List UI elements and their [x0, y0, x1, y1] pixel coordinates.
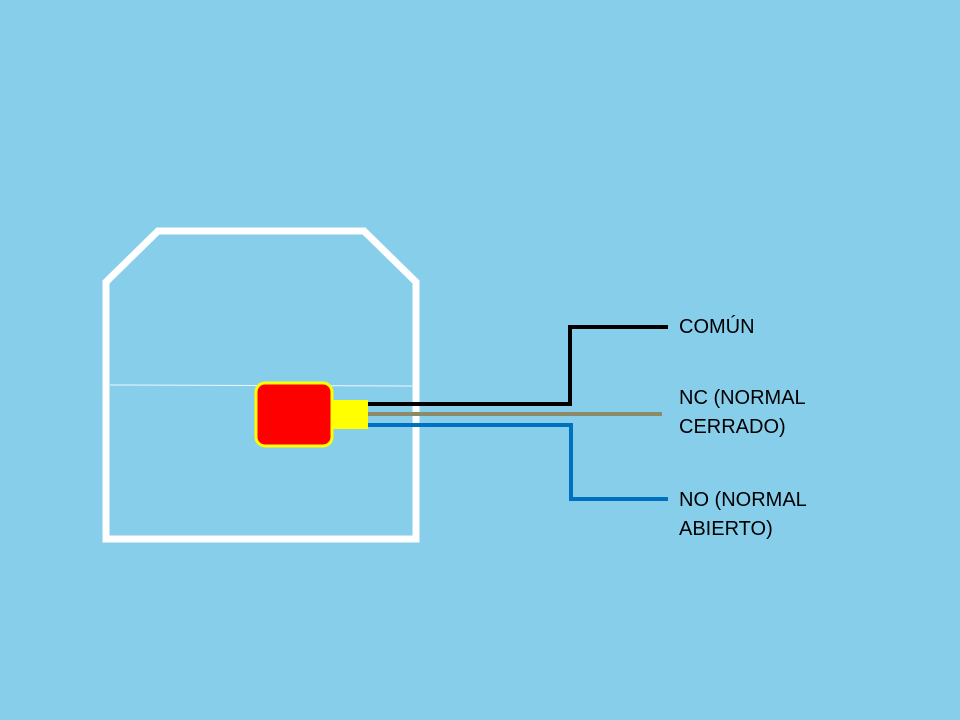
- label-no-line1: NO (NORMAL: [679, 489, 807, 511]
- float-switch-body: [254, 381, 334, 448]
- label-nc-line2: CERRADO): [679, 416, 786, 438]
- label-common-line1: COMÚN: [679, 316, 755, 338]
- label-common: COMÚN: [679, 313, 755, 342]
- label-no: NO (NORMAL ABIERTO): [679, 486, 807, 544]
- float-connector: [332, 400, 368, 429]
- wire-common: [366, 325, 668, 406]
- label-nc: NC (NORMAL CERRADO): [679, 384, 806, 442]
- label-no-line2: ABIERTO): [679, 518, 773, 540]
- tank-outline: [102, 227, 420, 543]
- wire-no: [366, 423, 668, 501]
- label-nc-line1: NC (NORMAL: [679, 387, 806, 409]
